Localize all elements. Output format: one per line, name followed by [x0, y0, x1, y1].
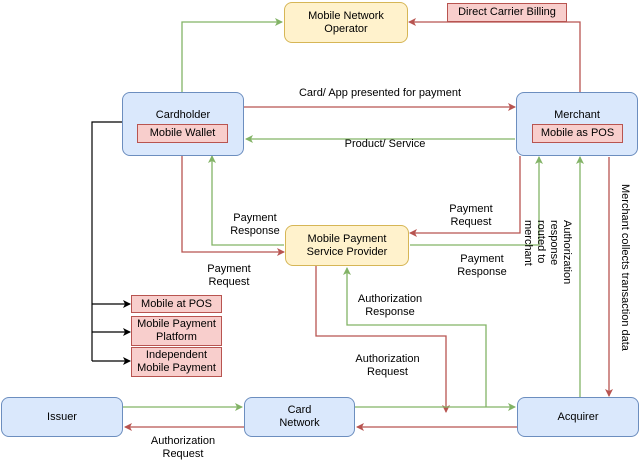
label-authorization-response-mid: Authorization Response	[357, 293, 423, 318]
merchant-label: Merchant	[554, 109, 600, 121]
mobile-network-operator-node: Mobile Network Operator	[284, 2, 408, 43]
independent-mobile-payment-label: Independent Mobile Payment	[131, 347, 222, 377]
label-payment-request-left: Payment Request	[207, 263, 251, 288]
arrow-authorization-response-mid	[343, 267, 487, 407]
issuer-label: Issuer	[47, 410, 77, 423]
label-authorization-request-bottom: Authorization Request	[150, 435, 216, 460]
mobile-payment-platform-text: Mobile Payment Platform	[137, 318, 216, 343]
cardholder-label: Cardholder	[155, 109, 211, 121]
independent-mobile-payment-text: Independent Mobile Payment	[137, 349, 216, 374]
label-merchant-collects-transaction-data: Merchant collects transaction data	[619, 184, 631, 351]
arrow-authorization-request-mid	[315, 266, 450, 413]
mobile-payment-platform-label: Mobile Payment Platform	[131, 316, 222, 346]
label-authorization-request-mid: Authorization Request	[355, 353, 420, 378]
arrow-payment-request-from-cardholder	[181, 156, 285, 256]
card-network-node: Card Network	[244, 397, 355, 437]
mno-label: Mobile Network Operator	[308, 9, 384, 35]
card-network-label: Card Network	[279, 404, 320, 429]
arrow-payment-response-to-cardholder	[208, 155, 284, 246]
label-payment-request-right: Payment Request	[449, 203, 493, 228]
mobile-wallet-text: Mobile Wallet	[149, 127, 216, 139]
dcb-text: Direct Carrier Billing	[458, 6, 556, 18]
arrow-cardholder-to-mno	[181, 18, 283, 92]
arrow-payment-request-from-merchant	[409, 156, 521, 237]
arrow-payment-response-to-merchant	[410, 156, 543, 246]
label-authorization-response-routed: Authorization response routed to merchan…	[522, 220, 573, 285]
mobile-wallet-label: Mobile Wallet	[137, 124, 228, 143]
mpsp-label: Mobile Payment Service Provider	[306, 232, 388, 258]
acquirer-label: Acquirer	[557, 410, 599, 423]
mobile-payment-service-provider-node: Mobile Payment Service Provider	[285, 225, 409, 266]
label-payment-response-right: Payment Response	[457, 253, 507, 278]
label-product-service: Product/ Service	[344, 138, 426, 150]
bracket-cardholder-types	[91, 121, 122, 361]
mobile-as-pos-label: Mobile as POS	[532, 124, 623, 143]
arrow-merchant-to-mno	[408, 18, 581, 92]
acquirer-node: Acquirer	[517, 397, 639, 437]
label-card-app-presented: Card/ App presented for payment	[298, 87, 462, 99]
mobile-at-pos-label: Mobile at POS	[131, 295, 222, 313]
label-payment-response-left: Payment Response	[230, 212, 280, 237]
issuer-node: Issuer	[1, 397, 123, 437]
mobile-at-pos-text: Mobile at POS	[141, 297, 212, 310]
direct-carrier-billing-label: Direct Carrier Billing	[447, 3, 567, 22]
mobile-as-pos-text: Mobile as POS	[540, 127, 615, 139]
